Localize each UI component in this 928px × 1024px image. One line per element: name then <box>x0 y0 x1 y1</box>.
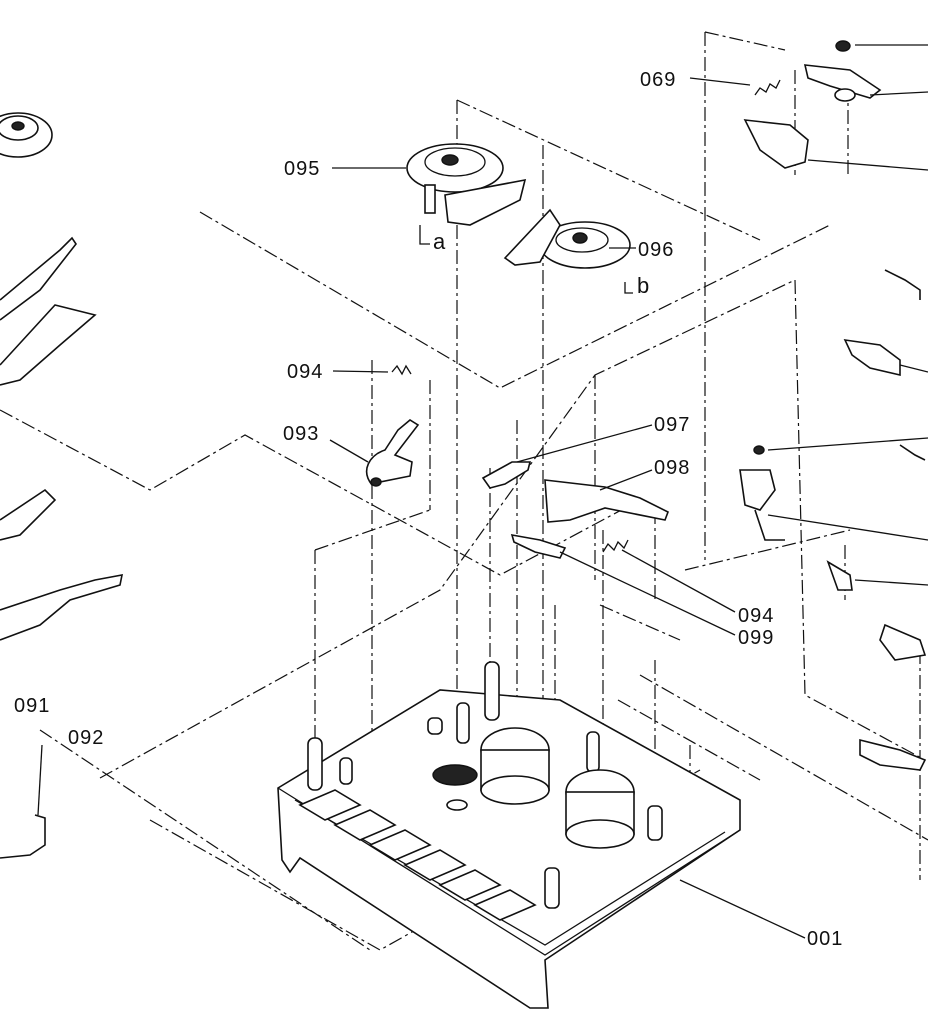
label-094-upper: 094 <box>287 361 323 383</box>
right-parts <box>739 269 927 771</box>
ref-brackets <box>419 225 633 294</box>
label-091: 091 <box>14 695 50 717</box>
label-099: 099 <box>738 627 774 649</box>
bracket-092 <box>0 814 46 859</box>
chassis-compartments <box>298 789 537 921</box>
spring-069 <box>754 79 781 96</box>
label-095: 095 <box>284 158 320 180</box>
lever-099 <box>510 533 567 559</box>
label-093: 093 <box>283 423 319 445</box>
bracket-097 <box>481 461 532 489</box>
part-labels: 069 095 096 094 093 097 098 094 099 091 … <box>14 69 843 950</box>
chassis-base-001 <box>277 661 741 1009</box>
label-098: 098 <box>654 457 690 479</box>
label-092: 092 <box>68 727 104 749</box>
arm-098 <box>544 479 670 523</box>
label-096: 096 <box>638 239 674 261</box>
chassis-reel-hubs <box>432 727 635 849</box>
leader-lines <box>37 44 928 939</box>
lever-093 <box>366 419 420 487</box>
spring-094-lower <box>602 539 629 553</box>
reel-disk-096 <box>503 208 631 269</box>
label-001: 001 <box>807 928 843 950</box>
ref-label-b: b <box>637 273 649 298</box>
side-plate-left-top <box>0 236 97 386</box>
spring-094-upper <box>391 364 412 376</box>
reel-disk-095 <box>406 143 527 226</box>
label-097: 097 <box>654 414 690 436</box>
label-069: 069 <box>640 69 676 91</box>
ref-label-a: a <box>433 229 446 254</box>
chassis-posts <box>307 661 663 909</box>
lever-top-right <box>743 40 882 169</box>
pulley-top-left <box>0 112 53 158</box>
label-094-lower: 094 <box>738 605 774 627</box>
side-plate-left-mid <box>0 488 124 641</box>
